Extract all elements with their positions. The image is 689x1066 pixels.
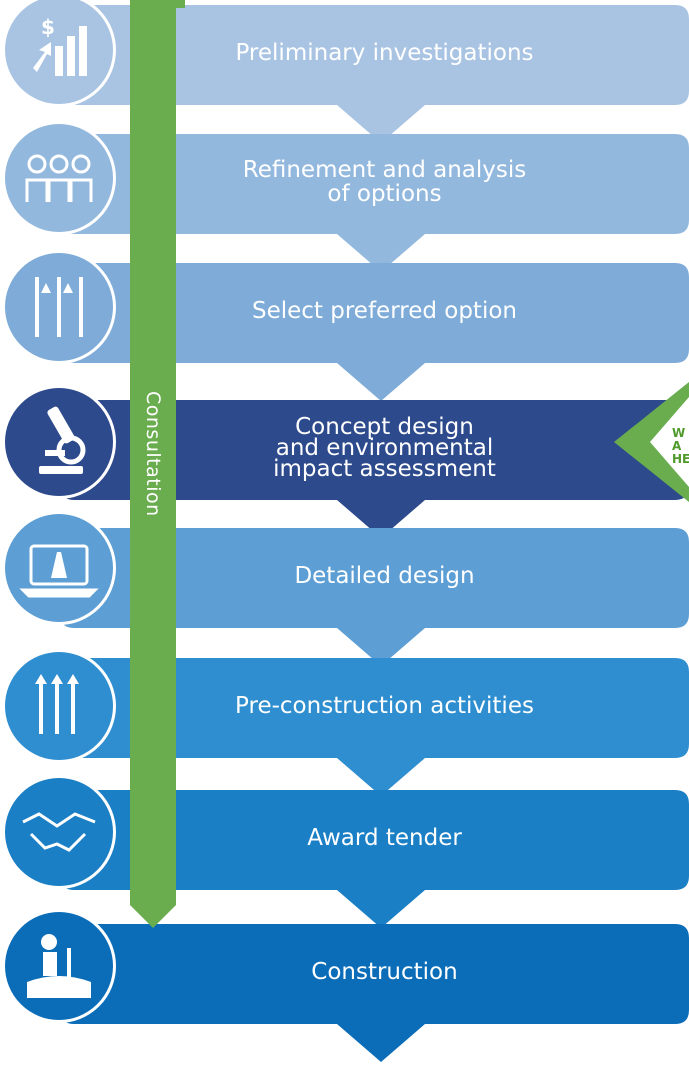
step-band-5 <box>60 528 689 666</box>
step-band-3 <box>60 263 689 401</box>
road-lanes-icon <box>2 250 116 364</box>
step-label-line: and environmental <box>275 434 494 461</box>
step-label-line: of options <box>327 181 442 207</box>
step-band-1 <box>60 5 689 143</box>
step-label-line: Award tender <box>307 825 462 851</box>
step-label-line: impact assessment <box>273 455 496 482</box>
handshake-icon <box>2 775 116 889</box>
step-label-line: Detailed design <box>294 563 475 589</box>
badge-line: A <box>672 439 682 453</box>
traffic-lanes-icon <box>2 649 116 763</box>
microscope-icon <box>2 385 116 499</box>
people-group-icon <box>2 121 116 235</box>
laptop-road-icon <box>2 511 116 625</box>
badge-line: W <box>672 426 686 440</box>
badge-line: HE <box>672 452 689 466</box>
step-band-6 <box>60 658 689 796</box>
step-label-line: Preliminary investigations <box>235 40 534 66</box>
step-label-line: Select preferred option <box>251 298 517 324</box>
svg-text:$: $ <box>41 15 55 39</box>
consultation-label: Consultation <box>142 391 164 517</box>
step-label-line: Refinement and analysis <box>242 157 527 183</box>
step-band-4 <box>60 400 689 538</box>
step-label-line: Pre-construction activities <box>235 693 534 719</box>
revenue-chart-icon: $ <box>2 0 116 107</box>
step-band-8 <box>60 924 689 1062</box>
step-label-1: Preliminary investigations <box>160 41 609 65</box>
step-label-7: Award tender <box>160 826 609 850</box>
step-band-7 <box>60 790 689 928</box>
step-label-6: Pre-construction activities <box>160 694 609 718</box>
consultation-bar <box>130 0 185 928</box>
step-label-8: Construction <box>160 960 609 984</box>
side-badge-inner <box>650 397 689 487</box>
step-band-2 <box>60 134 689 272</box>
step-label-line: Construction <box>311 959 458 985</box>
step-label-3: Select preferred option <box>160 299 609 323</box>
road-worker-icon <box>2 909 116 1023</box>
step-label-5: Detailed design <box>160 564 609 588</box>
step-label-line: Concept design <box>295 413 474 440</box>
